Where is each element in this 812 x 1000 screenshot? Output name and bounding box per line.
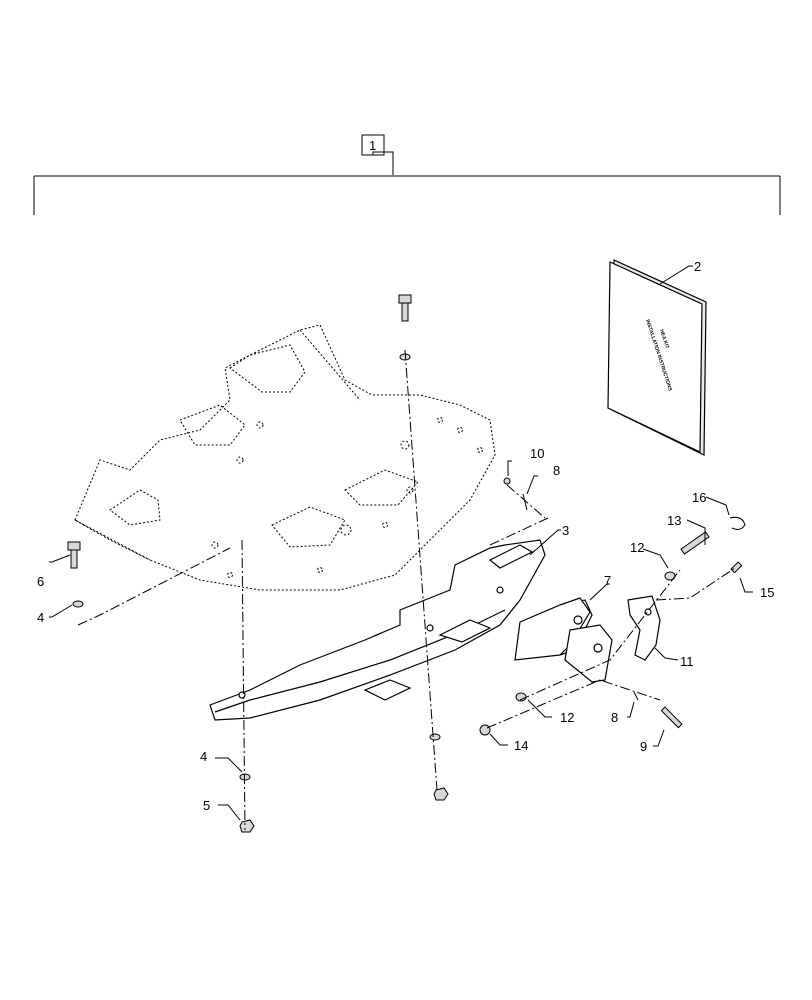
callout-8-bottom: 8 [611,710,618,725]
callout-12-bottom: 12 [560,710,574,725]
manual-title: HEA KIT [658,329,670,350]
callout-3: 3 [562,523,569,538]
callout-16: 16 [692,490,706,505]
callout-13: 13 [667,513,681,528]
callout-2: 2 [694,259,701,274]
callout-15: 15 [760,585,774,600]
installation-manual: HEA KIT INSTALLATION INSTRUCTIONS [607,259,707,456]
callout-12-top: 12 [630,540,644,555]
machine-frame-phantom [74,324,496,591]
hardware [67,294,746,833]
callout-labels: 1 2 3 6 4 7 10 8 16 13 12 15 11 12 8 9 1… [37,138,774,813]
center-lines [77,349,736,831]
kit-bracket [33,134,781,215]
callout-7: 7 [604,573,611,588]
callout-11: 11 [680,654,694,669]
hitch-plate [209,539,546,721]
callout-8-top: 8 [553,463,560,478]
receiver-bracket [514,597,613,683]
callout-9: 9 [640,739,647,754]
callout-4-left: 4 [37,610,44,625]
leader-lines [49,265,753,821]
callout-6: 6 [37,574,44,589]
callout-14: 14 [514,738,528,753]
callout-1: 1 [369,138,376,153]
callout-10: 10 [530,446,544,461]
clevis-hook [627,595,661,661]
callout-5: 5 [203,798,210,813]
callout-4-bottom: 4 [200,749,207,764]
